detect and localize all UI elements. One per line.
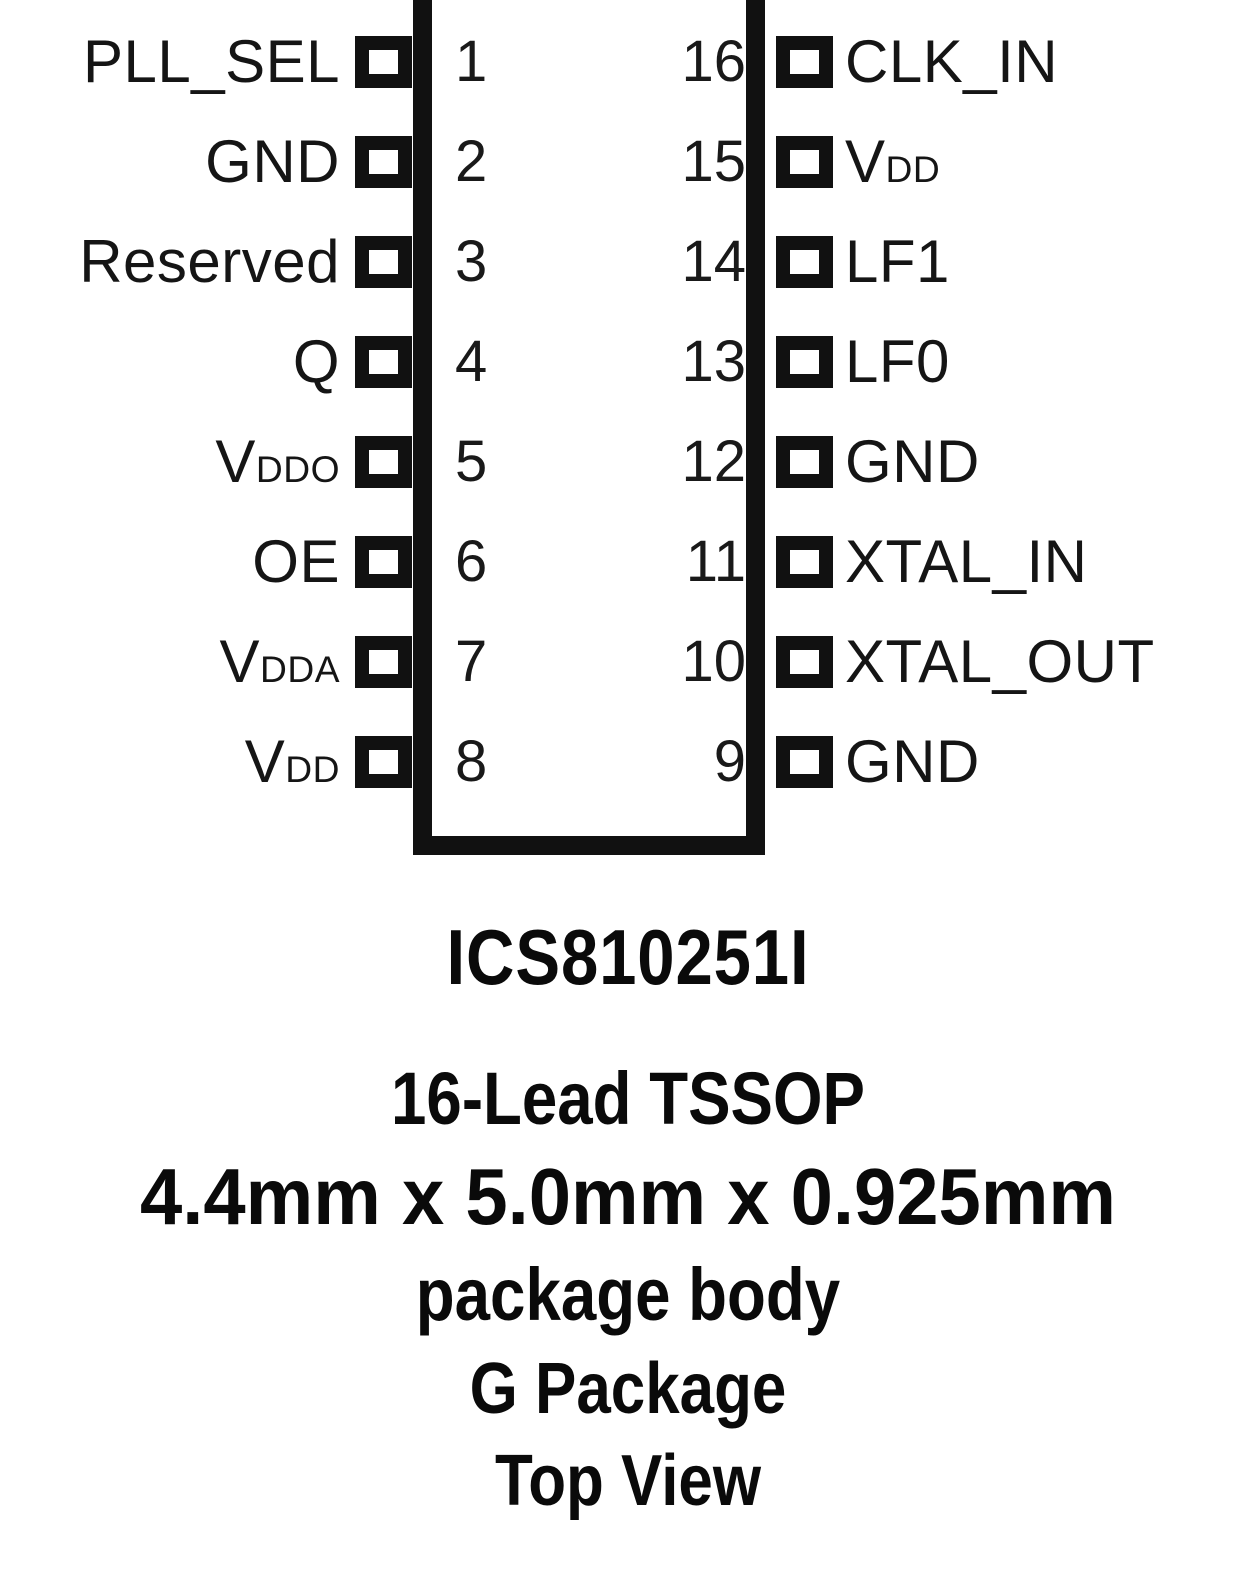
- pin-lead-left: [355, 536, 412, 588]
- pin-lead-right: [776, 636, 833, 688]
- package-body-outline: [413, 0, 765, 855]
- pin-lead-left: [355, 36, 412, 88]
- pin-label-left: GND: [205, 128, 340, 195]
- pin-label-right: GND: [845, 428, 980, 495]
- pin-number-right: 12: [681, 429, 746, 494]
- pin-lead-right: [776, 36, 833, 88]
- pin-label-left: VDDO: [215, 428, 340, 495]
- part-number: ICS810251I: [446, 913, 810, 1001]
- pin-label-right: CLK_IN: [845, 28, 1059, 95]
- pin-row: OE 6 11 XTAL_IN: [0, 512, 1256, 612]
- pin-number-right: 15: [681, 129, 746, 194]
- pin-row: Q 4 13 LF0: [0, 312, 1256, 412]
- pin-lead-left: [355, 236, 412, 288]
- package-caption: ICS810251I 16-Lead TSSOP 4.4mm x 5.0mm x…: [0, 905, 1256, 1527]
- pin-lead-left: [355, 636, 412, 688]
- pin-number-right: 16: [681, 29, 746, 94]
- package-body-line: package body: [415, 1253, 841, 1336]
- pin-number-right: 13: [681, 329, 746, 394]
- pin-number-left: 2: [455, 129, 488, 194]
- pin-lead-left: [355, 736, 412, 788]
- pin-number-left: 5: [455, 429, 488, 494]
- pin-number-left: 4: [455, 329, 488, 394]
- pin-lead-right: [776, 236, 833, 288]
- pin-label-left: VDDA: [219, 628, 340, 695]
- pin-label-right: VDD: [845, 128, 941, 195]
- pin-number-left: 1: [455, 29, 488, 94]
- pin-lead-left: [355, 136, 412, 188]
- pin-label-right: XTAL_OUT: [845, 628, 1155, 695]
- pin-number-left: 6: [455, 529, 488, 594]
- pin-row: Reserved 3 14 LF1: [0, 212, 1256, 312]
- pin-number-left: 3: [455, 229, 488, 294]
- lead-count-line: 16-Lead TSSOP: [391, 1057, 865, 1140]
- pin-label-right: GND: [845, 728, 980, 795]
- pin-number-left: 7: [455, 629, 488, 694]
- pin-label-right: LF1: [845, 228, 950, 295]
- dimensions-line: 4.4mm x 5.0mm x 0.925mm: [140, 1152, 1116, 1241]
- pin-number-right: 14: [681, 229, 746, 294]
- pin-number-left: 8: [455, 729, 488, 794]
- pin-number-right: 10: [681, 629, 746, 694]
- pin-label-left: VDD: [244, 728, 340, 795]
- pin-label-left: OE: [252, 528, 340, 595]
- view-line: Top View: [494, 1441, 762, 1521]
- pin-label-left: Reserved: [79, 228, 340, 295]
- pin-lead-right: [776, 436, 833, 488]
- pin-number-right: 11: [685, 529, 746, 594]
- pin-row: VDDO 5 12 GND: [0, 412, 1256, 512]
- pin-label-right: LF0: [845, 328, 950, 395]
- pin-lead-right: [776, 536, 833, 588]
- pin-lead-left: [355, 336, 412, 388]
- pin-label-right: XTAL_IN: [845, 528, 1088, 595]
- pin-label-left: Q: [292, 328, 340, 395]
- pin-row: PLL_SEL 1 16 CLK_IN: [0, 12, 1256, 112]
- pin-label-left: PLL_SEL: [82, 28, 340, 95]
- pin-row: VDDA 7 10 XTAL_OUT: [0, 612, 1256, 712]
- pin-row: GND 2 15 VDD: [0, 112, 1256, 212]
- pin-lead-right: [776, 336, 833, 388]
- pin-row: VDD 8 9 GND: [0, 712, 1256, 812]
- pin-lead-right: [776, 136, 833, 188]
- pin-number-right: 9: [713, 729, 746, 794]
- pin-lead-left: [355, 436, 412, 488]
- package-code-line: G Package: [469, 1349, 787, 1429]
- pin-lead-right: [776, 736, 833, 788]
